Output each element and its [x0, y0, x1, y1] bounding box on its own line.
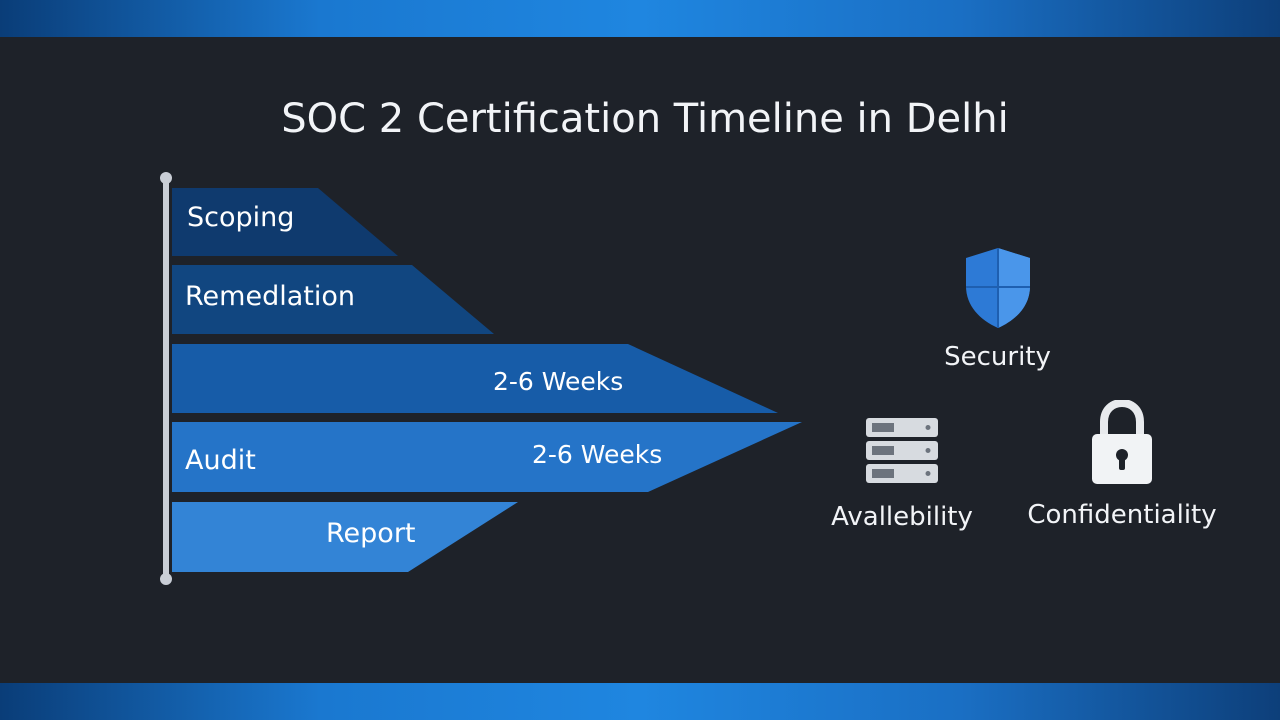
shield-icon: [965, 248, 1030, 328]
padlock-icon: [1092, 400, 1152, 484]
step-bar-report: [172, 502, 518, 572]
step-bar-scoping: [172, 188, 398, 256]
criterion-security: Security: [930, 246, 1065, 372]
step-bar-audit: [172, 422, 802, 492]
step-duration-audit: 2-6 Weeks: [532, 440, 663, 469]
step-label-scoping: Scoping: [187, 202, 295, 233]
step-label-remediation: Remedlation: [185, 281, 355, 312]
step-label-audit: Audit: [185, 445, 256, 476]
criterion-label-confidentiality: Confidentiality: [1027, 500, 1217, 530]
step-bar-duration: [172, 344, 778, 413]
server-rack-icon: [866, 418, 938, 483]
criterion-label-availability: Avallebility: [831, 502, 973, 532]
criterion-availability: Avallebility: [822, 416, 982, 532]
step-label-report: Report: [326, 518, 416, 549]
step-duration-2: 2-6 Weeks: [493, 367, 624, 396]
axis-top-cap: [160, 172, 172, 184]
criterion-label-security: Security: [944, 342, 1051, 372]
slide-title: SOC 2 Certification Timeline in Delhi: [281, 96, 1009, 142]
step-bar-remediation: [172, 265, 494, 334]
bottom-accent-band: [0, 683, 1280, 720]
top-accent-band: [0, 0, 1280, 37]
criterion-confidentiality: Confidentiality: [1017, 400, 1227, 530]
axis-bottom-cap: [160, 573, 172, 585]
